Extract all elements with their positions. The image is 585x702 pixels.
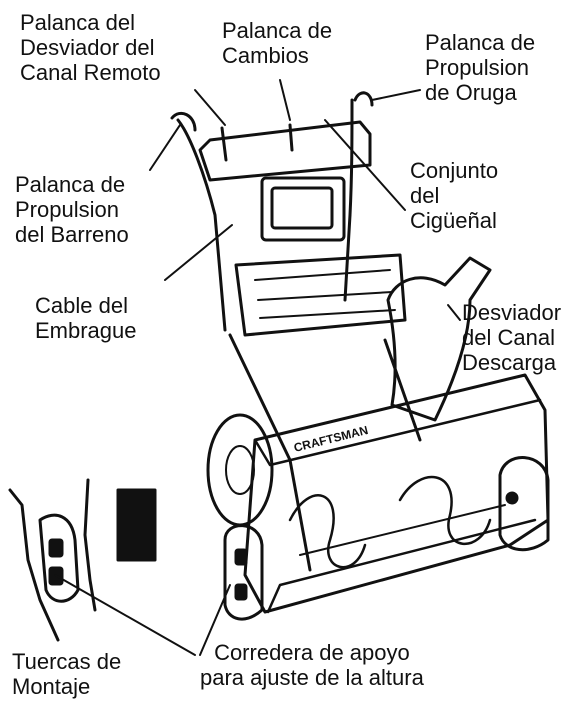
auger-shaft <box>299 504 506 556</box>
inset-frame-left <box>8 488 60 642</box>
inset-nut-1 <box>48 538 64 558</box>
leader-cambios <box>279 79 291 121</box>
label-corredera-apoyo: Corredera de apoyo para ajuste de la alt… <box>200 640 424 690</box>
engine-detail <box>254 269 396 319</box>
dash-box <box>260 176 346 242</box>
label-palanca-desviador-remoto: Palanca del Desviador del Canal Remoto <box>20 10 161 85</box>
dash-inner <box>270 186 334 230</box>
skid-bolt-3 <box>505 491 519 505</box>
track-wheel <box>206 413 274 527</box>
label-tuercas-montaje: Tuercas de Montaje <box>12 649 122 699</box>
leader-embrague <box>164 224 233 281</box>
leader-corredera <box>199 584 231 656</box>
control-panel <box>198 120 372 182</box>
label-desviador-canal-descarga: Desviador del Canal Descarga <box>462 300 562 375</box>
skid-bolt-1 <box>234 548 248 566</box>
inset-frame-right <box>83 478 97 612</box>
leader-ciguenal <box>324 119 406 211</box>
label-palanca-propulsion-oruga: Palanca de Propulsion de Oruga <box>425 30 536 105</box>
discharge-chute <box>386 256 492 422</box>
engine-block <box>234 253 407 337</box>
label-palanca-propulsion-barreno: Palanca de Propulsion del Barreno <box>15 172 129 247</box>
leader-oruga <box>371 89 421 101</box>
label-conjunto-ciguenal: Conjunto del Cigüeñal <box>410 158 499 233</box>
auger-housing <box>243 373 550 614</box>
auger-housing-top <box>253 398 542 467</box>
skid-shoe-left <box>223 524 264 621</box>
lever-remoto <box>220 126 228 162</box>
leader-remoto <box>194 89 226 126</box>
auger-spiral-left <box>288 494 367 569</box>
lever-cambios <box>288 123 294 152</box>
auger-spiral-right <box>398 475 492 546</box>
auger-housing-bottom <box>266 518 537 614</box>
leader-barreno <box>149 124 181 171</box>
leader-desviador <box>447 304 461 321</box>
right-handlebar <box>343 98 354 302</box>
skid-bolt-2 <box>234 583 248 601</box>
skid-shoe-right <box>498 456 550 552</box>
track-hub <box>225 445 255 495</box>
left-handlebar <box>176 118 227 332</box>
label-cable-embrague: Cable del Embrague <box>35 293 137 343</box>
label-palanca-cambios: Palanca de Cambios <box>222 18 333 68</box>
inset-skid <box>38 513 80 603</box>
leader-tuercas <box>54 574 196 656</box>
left-handle-grip <box>170 111 197 132</box>
right-handle-grip <box>353 91 374 107</box>
inset-block <box>116 488 157 562</box>
